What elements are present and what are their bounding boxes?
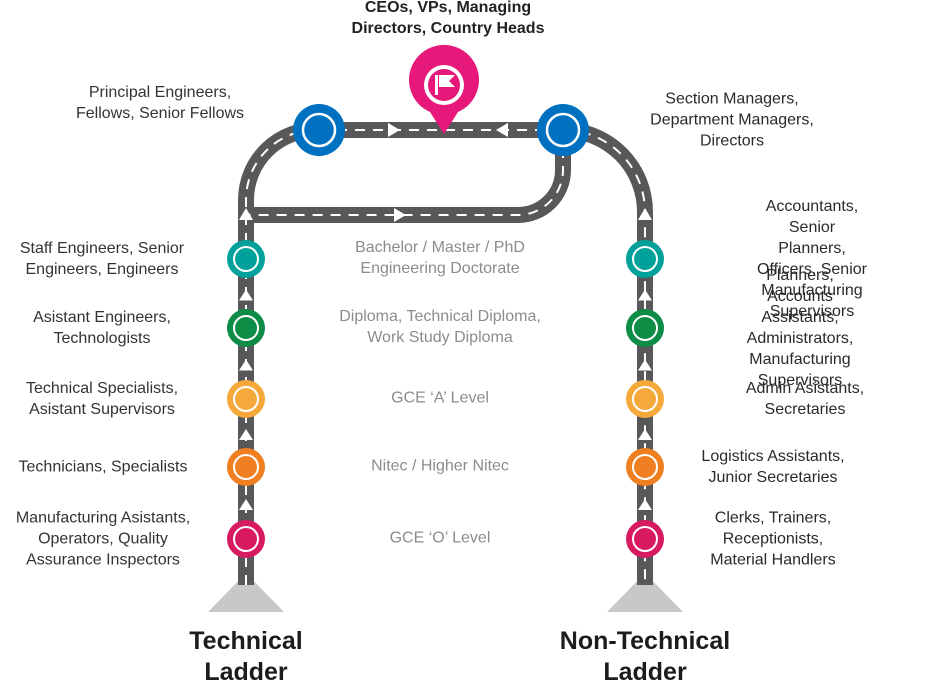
non-technical-level-label: Admin Asistants, Secretaries — [745, 380, 865, 418]
road-body — [237, 121, 653, 585]
education-requirement-label: Nitec / Higher Nitec — [371, 457, 509, 475]
technical-level-label: Staff Engineers, Senior Engineers, Engin… — [19, 240, 185, 278]
level-arrows — [239, 289, 652, 510]
arrow-up-icon — [638, 289, 652, 301]
non-technical-level-label: Logistics Assistants, Junior Secretaries — [701, 448, 845, 486]
technical-level-4-node[interactable] — [227, 309, 265, 347]
non-technical-level-3-node[interactable] — [626, 380, 664, 418]
technical-level-label: Asistant Engineers, Technologists — [33, 309, 171, 347]
flag-icon — [435, 75, 455, 95]
arrow-up-icon — [638, 499, 652, 510]
non-technical-ladder-base — [607, 573, 683, 612]
non-technical-top-label: Section Managers, Department Managers, D… — [650, 90, 814, 150]
arrow-up-icon — [239, 208, 253, 220]
principal-engineers-node[interactable] — [293, 104, 345, 156]
crossover-road — [246, 130, 571, 223]
non-technical-ladder-title: Non-Technical Ladder — [559, 627, 731, 686]
technical-level-label: Technicians, Specialists — [18, 458, 188, 476]
technical-level-2-node[interactable] — [227, 448, 265, 486]
education-requirement-label: Bachelor / Master / PhD Engineering Doct… — [355, 239, 525, 277]
education-requirement-label: GCE ‘A’ Level — [391, 389, 489, 407]
non-technical-level-label: Planners, Accounts Assistants, Administr… — [746, 267, 854, 389]
non-technical-level-4-node[interactable] — [626, 309, 664, 347]
technical-road — [237, 121, 320, 585]
non-technical-road — [562, 122, 653, 585]
section-managers-node[interactable] — [537, 104, 589, 156]
arrow-up-icon — [239, 429, 253, 440]
education-requirement-label: Diploma, Technical Diploma, Work Study D… — [339, 308, 541, 346]
arrow-left-icon — [496, 123, 508, 137]
arrow-right-icon — [394, 208, 406, 222]
executive-level-label: CEOs, VPs, Managing Directors, Country H… — [351, 0, 545, 37]
flag-pin-icon[interactable] — [409, 44, 479, 134]
technical-level-label: Technical Specialists, Asistant Supervis… — [25, 380, 179, 418]
arrow-up-icon — [239, 289, 253, 301]
lane-markings — [244, 128, 646, 585]
technical-level-1-node[interactable] — [227, 520, 265, 558]
non-technical-level-label: Accountants, Senior Planners, Officers, … — [757, 198, 867, 320]
direction-arrows — [239, 123, 652, 222]
technical-level-label: Manufacturing Asistants, Operators, Qual… — [15, 509, 191, 569]
non-technical-level-2-node[interactable] — [626, 448, 664, 486]
arrow-up-icon — [638, 359, 652, 371]
arrow-right-icon — [388, 123, 400, 137]
non-technical-level-label: Clerks, Trainers, Receptionists, Materia… — [710, 509, 836, 569]
education-requirement-label: GCE ‘O’ Level — [389, 529, 491, 547]
technical-top-label: Principal Engineers, Fellows, Senior Fel… — [75, 84, 245, 122]
level-nodes — [227, 240, 664, 558]
arrow-up-icon — [239, 359, 253, 371]
non-technical-level-5-node[interactable] — [626, 240, 664, 278]
arrow-up-icon — [239, 499, 253, 510]
non-technical-level-1-node[interactable] — [626, 520, 664, 558]
technical-ladder-base — [208, 573, 284, 612]
technical-level-3-node[interactable] — [227, 380, 265, 418]
technical-ladder-title: Technical Ladder — [189, 627, 303, 686]
arrow-up-icon — [638, 429, 652, 440]
arrow-up-icon — [638, 208, 652, 220]
technical-level-5-node[interactable] — [227, 240, 265, 278]
